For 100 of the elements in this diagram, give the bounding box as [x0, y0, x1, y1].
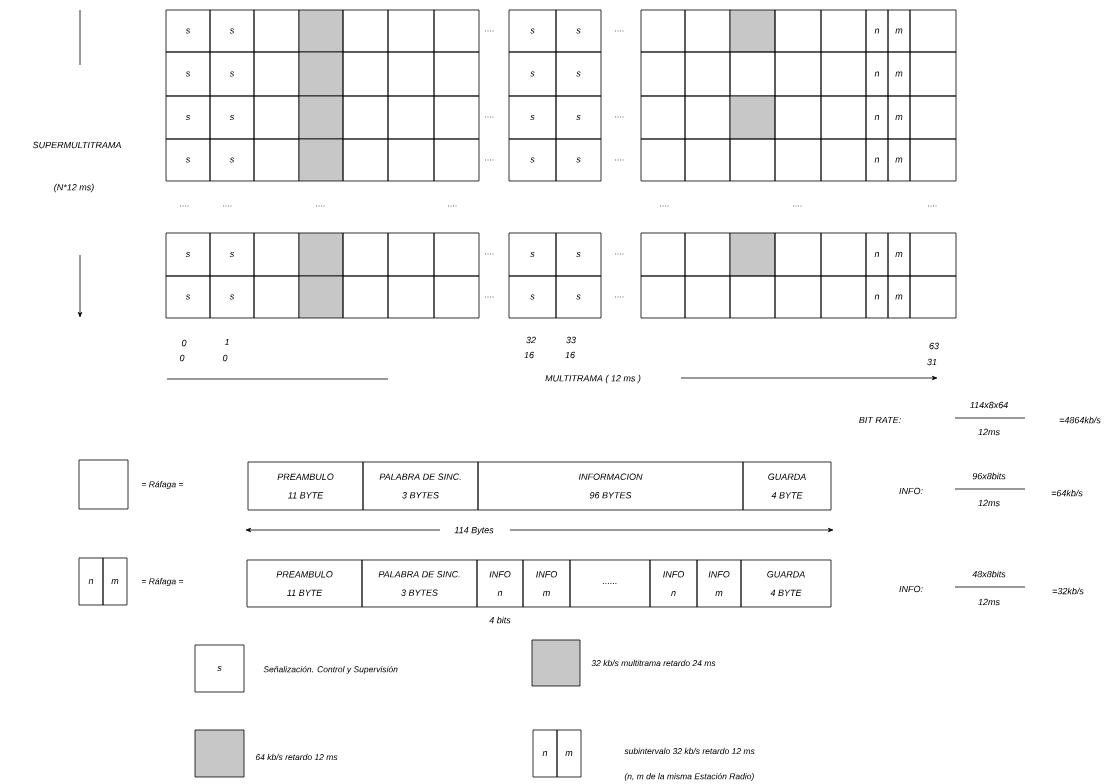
time-slot: s	[555, 138, 602, 182]
axis-label: (N*12 ms)	[52, 182, 96, 194]
formula-label: BIT RATE:	[857, 415, 903, 425]
legend-text: Señalización. Control y Supervisión	[263, 666, 398, 674]
time-slot	[433, 138, 480, 182]
slot-number: 0	[178, 353, 186, 363]
formula-result: =64kb/s	[1050, 488, 1084, 498]
time-slot	[640, 9, 686, 53]
time-slot	[909, 95, 957, 140]
fraction-numerator: 48x8bits	[971, 569, 1007, 579]
time-slot: s	[508, 275, 557, 319]
time-slot	[729, 232, 776, 277]
time-slot	[298, 95, 344, 140]
time-slot	[820, 275, 867, 319]
fraction-numerator: 114x8x64	[968, 400, 1010, 410]
time-slot	[433, 275, 480, 319]
time-slot	[387, 95, 435, 140]
time-slot	[387, 275, 435, 319]
time-slot: m	[887, 275, 911, 319]
time-slot	[909, 275, 957, 319]
time-slot	[342, 9, 389, 53]
formula-label: INFO:	[898, 584, 924, 594]
time-slot	[640, 275, 686, 319]
legend-text: (n, m de la misma Estación Radio)	[624, 773, 754, 781]
legend-box: s	[194, 644, 245, 693]
time-slot	[684, 275, 731, 319]
time-slot	[774, 95, 822, 140]
time-slot: m	[887, 232, 911, 277]
burst-field: PALABRA DE SINC. 3 BYTES	[361, 559, 478, 608]
time-slot: m	[887, 9, 911, 53]
time-slot	[684, 51, 731, 97]
time-slot	[909, 9, 957, 53]
time-slot: s	[555, 95, 602, 140]
time-slot: s	[209, 95, 255, 140]
time-slot	[387, 138, 435, 182]
slot-number: 0	[180, 338, 188, 348]
slot-number: 1	[223, 337, 231, 347]
time-slot: m	[887, 138, 911, 182]
time-slot: n	[865, 95, 889, 140]
time-slot	[342, 95, 389, 140]
time-slot: s	[555, 275, 602, 319]
legend-box	[78, 459, 129, 510]
time-slot: s	[508, 232, 557, 277]
time-slot: s	[165, 275, 211, 319]
time-slot	[909, 232, 957, 277]
burst-field: INFO m	[522, 559, 571, 608]
time-slot	[342, 275, 389, 319]
fraction-numerator: 96x8bits	[971, 471, 1007, 481]
time-slot: n	[865, 138, 889, 182]
slot-number: 33	[565, 335, 577, 345]
time-slot	[298, 232, 344, 277]
fraction-denominator: 12ms	[977, 427, 1001, 437]
burst-field: INFORMACION 96 BYTES	[477, 461, 744, 511]
time-slot: s	[508, 95, 557, 140]
time-slot	[774, 275, 822, 319]
time-slot	[342, 138, 389, 182]
legend-box: n	[78, 557, 104, 606]
formula-label: INFO:	[898, 486, 924, 496]
time-slot: n	[865, 275, 889, 319]
legend-text: 64 kb/s retardo 12 ms	[255, 753, 338, 761]
time-slot	[387, 232, 435, 277]
time-slot: s	[555, 9, 602, 53]
dimension-label: 114 Bytes	[453, 525, 495, 536]
time-slot	[774, 232, 822, 277]
time-slot: s	[555, 51, 602, 97]
time-slot	[433, 9, 480, 53]
fraction-denominator: 12ms	[977, 498, 1001, 508]
time-slot	[387, 9, 435, 53]
time-slot	[774, 138, 822, 182]
legend-text: subintervalo 32 kb/s retardo 12 ms	[624, 747, 755, 755]
time-slot: n	[865, 51, 889, 97]
time-slot	[820, 9, 867, 53]
dimension-label: 4 bits	[488, 615, 512, 625]
slot-number: 16	[523, 350, 535, 360]
time-slot	[433, 232, 480, 277]
time-slot: s	[508, 138, 557, 182]
burst-field: INFO n	[476, 559, 524, 608]
slot-number: 63	[928, 341, 940, 351]
slot-number: 0	[221, 353, 229, 363]
burst-field: PALABRA DE SINC. 3 BYTES	[362, 461, 479, 511]
slot-number: 32	[525, 335, 537, 345]
time-slot: s	[165, 9, 211, 53]
time-slot	[640, 232, 686, 277]
time-slot	[298, 275, 344, 319]
time-slot: n	[865, 232, 889, 277]
time-slot	[342, 51, 389, 97]
time-slot	[909, 138, 957, 182]
time-slot: s	[209, 232, 255, 277]
time-slot	[684, 138, 731, 182]
burst-field: PREAMBULO 11 BYTE	[247, 461, 364, 511]
time-slot: s	[209, 9, 255, 53]
legend-box: m	[556, 729, 582, 778]
time-slot: s	[165, 95, 211, 140]
formula-result: =4864kb/s	[1058, 415, 1102, 425]
axis-label: MULTITRAMA ( 12 ms )	[544, 373, 642, 385]
time-slot: s	[165, 51, 211, 97]
time-slot: s	[209, 275, 255, 319]
time-slot	[774, 9, 822, 53]
time-slot	[298, 9, 344, 53]
slot-number: 16	[564, 350, 576, 360]
